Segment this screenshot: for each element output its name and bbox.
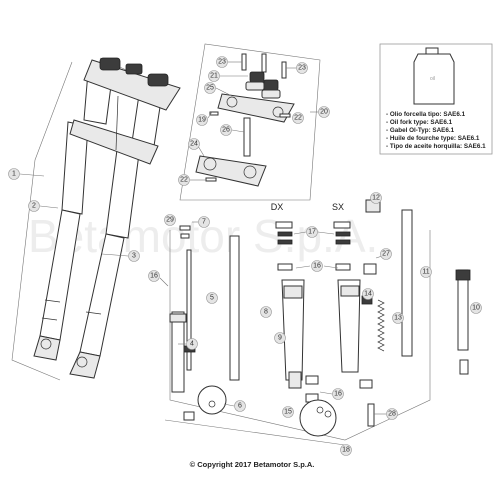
part-callout-3: 3 [101, 250, 140, 262]
svg-text:20: 20 [320, 109, 328, 116]
part-callout-15: 15 [282, 406, 294, 418]
oil-type-en: - Oil fork type: SAE6.1 [386, 119, 453, 126]
part-callout-22a: 22 [292, 112, 304, 124]
part-callout-9: 9 [274, 332, 286, 344]
oil-type-es: - Tipo de aceite horquilla: SAE6.1 [386, 143, 486, 150]
oil-type-fr: - Huile de fourche type: SAE6.1 [386, 135, 480, 142]
svg-text:23: 23 [298, 65, 306, 72]
part-callout-24: 24 [188, 138, 205, 157]
svg-text:9: 9 [278, 335, 282, 342]
part-callout-6: 6 [223, 400, 246, 412]
part-callout-23a: 23 [216, 56, 242, 68]
copyright-footer: © Copyright 2017 Betamotor S.p.A. [190, 460, 315, 469]
part-callout-10: 10 [470, 302, 482, 314]
part-callout-25: 25 [204, 82, 233, 97]
svg-text:15: 15 [284, 409, 292, 416]
assembled-fork [11, 57, 181, 381]
svg-text:4: 4 [190, 341, 194, 348]
part-callout-17: 17 [293, 226, 335, 238]
oil-type-it: - Olio forcella tipo: SAE6.1 [386, 111, 466, 118]
svg-text:5: 5 [210, 295, 214, 302]
part-callout-7: 7 [192, 216, 210, 228]
svg-text:oil: oil [430, 76, 435, 82]
part-callout-11: 11 [420, 266, 432, 278]
part-callout-22b: 22 [178, 174, 206, 186]
exploded-internals [164, 199, 471, 446]
part-callout-5: 5 [206, 292, 218, 304]
svg-text:25: 25 [206, 85, 214, 92]
part-callout-2: 2 [28, 200, 59, 212]
part-callout-13: 13 [392, 312, 404, 324]
side-label-right: DX [271, 202, 284, 212]
svg-text:19: 19 [198, 117, 206, 124]
part-callout-21: 21 [208, 70, 248, 82]
svg-text:18: 18 [342, 447, 350, 454]
svg-text:8: 8 [264, 309, 268, 316]
part-callout-20: 20 [310, 106, 330, 118]
svg-text:10: 10 [472, 305, 480, 312]
svg-text:13: 13 [394, 315, 402, 322]
part-callout-19: 19 [196, 111, 213, 126]
svg-text:26: 26 [222, 127, 230, 134]
svg-text:29: 29 [166, 217, 174, 224]
part-callout-16c: 16 [319, 388, 344, 400]
part-callout-16b: 16 [295, 260, 339, 272]
svg-text:21: 21 [210, 73, 218, 80]
svg-text:2: 2 [32, 203, 36, 210]
side-label-left: SX [332, 202, 344, 212]
svg-text:16: 16 [313, 263, 321, 270]
svg-text:12: 12 [372, 195, 380, 202]
svg-text:16: 16 [334, 391, 342, 398]
part-callout-23b: 23 [286, 62, 308, 74]
part-callout-8: 8 [260, 306, 272, 318]
part-callout-18: 18 [340, 444, 352, 456]
part-callout-26: 26 [220, 124, 245, 136]
svg-text:1: 1 [12, 171, 16, 178]
svg-text:11: 11 [422, 269, 429, 276]
svg-text:16: 16 [150, 273, 158, 280]
part-callout-27: 27 [375, 248, 392, 260]
svg-text:17: 17 [308, 229, 316, 236]
svg-text:3: 3 [132, 253, 136, 260]
part-callout-4: 4 [178, 338, 198, 350]
svg-text:22: 22 [180, 177, 188, 184]
svg-text:22: 22 [294, 115, 302, 122]
svg-text:28: 28 [388, 411, 396, 418]
part-callouts: 1 2 3 4 5 6 7 8 9 10 11 12 13 14 15 16 1… [8, 56, 482, 456]
svg-text:6: 6 [238, 403, 242, 410]
part-callout-12: 12 [370, 192, 382, 204]
part-callout-16a: 16 [148, 270, 169, 287]
svg-text:23: 23 [218, 59, 226, 66]
part-callout-14: 14 [362, 288, 374, 300]
svg-text:24: 24 [190, 141, 198, 148]
oil-info-box: oil - Olio forcella tipo: SAE6.1 - Oil f… [379, 43, 493, 155]
part-callout-1: 1 [8, 168, 45, 180]
part-callout-28: 28 [374, 408, 398, 420]
svg-text:7: 7 [202, 219, 206, 226]
oil-type-de: - Gabel Ol-Typ: SAE6.1 [386, 127, 455, 134]
svg-text:27: 27 [382, 251, 390, 258]
part-callout-29: 29 [164, 214, 176, 226]
svg-text:14: 14 [364, 291, 372, 298]
steering-head [179, 43, 321, 201]
